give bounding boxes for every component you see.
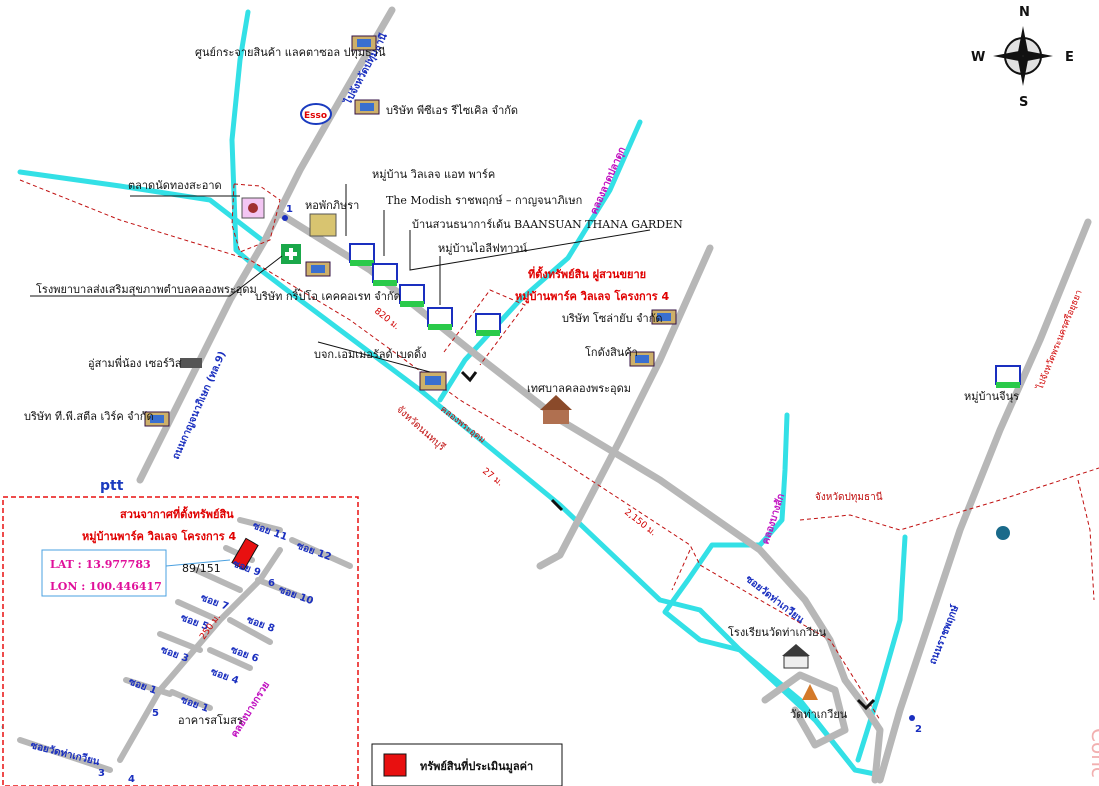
inset-point-6: 6 xyxy=(268,578,275,589)
inset-map: สวนจากาศที่ตั้งทรัพย์สิน หมู่บ้านพาร์ค ว… xyxy=(2,496,359,786)
inset-building: อาคารสโมสร xyxy=(178,713,243,727)
municipal-icon xyxy=(540,395,572,424)
canal-mid xyxy=(437,119,643,403)
pin-icon xyxy=(996,526,1010,540)
label-emerald: บจก.เอมเมอรัลด์ เบดดิ้ง xyxy=(314,346,427,361)
compass-s: S xyxy=(1019,95,1028,110)
inset-point-3: 3 xyxy=(98,768,105,779)
esso-logo: Esso xyxy=(300,103,332,125)
label-hospital: โรงพยาบาลส่งเสริมสุขภาพตำบลคลองพระอุดม xyxy=(36,282,257,296)
distance-27: 27 ม. xyxy=(480,466,504,488)
canal-right-a xyxy=(662,412,883,778)
inset-point-4: 4 xyxy=(128,774,135,785)
road-kanchanaphisek xyxy=(136,6,396,484)
label-warehouse: โกดังสินค้า xyxy=(585,345,638,359)
legend-label: ทรัพย์สินที่ประเมินมูลค่า xyxy=(420,758,533,774)
building-icon xyxy=(629,351,655,367)
house-icon xyxy=(427,307,453,330)
inset-point-5: 5 xyxy=(152,708,159,719)
building-icon xyxy=(651,309,677,325)
ptt-logo: ptt xyxy=(100,478,124,494)
svg-text:Esso: Esso xyxy=(304,111,327,121)
label-pcr: บริษัท พีซีเอร รีไซเคิล จำกัด xyxy=(386,104,518,117)
house-icon xyxy=(372,263,398,286)
house-icon xyxy=(399,284,425,307)
label-garage: อู่สามพี่น้อง เซอร์วิส xyxy=(88,355,182,370)
building-icon xyxy=(144,411,170,427)
distance-820: 820 ม. xyxy=(372,306,401,332)
inset-title-1: สวนจากาศที่ตั้งทรัพย์สิน xyxy=(120,506,234,521)
label-solar: บริษัท โซล่ายับ จำกัด xyxy=(562,311,663,325)
label-modish: The Modish ราชพฤกษ์ – กาญจนาภิเษก xyxy=(386,194,582,207)
label-iris: หมู่บ้านไอลีฟทาวน์ xyxy=(438,242,527,255)
province-boundary xyxy=(19,179,1099,721)
building-icon xyxy=(354,99,380,115)
road-cross-2 xyxy=(876,218,1092,784)
province-pathumthani: จังหวัดปทุมธานี xyxy=(815,491,883,503)
svg-text:ptt: ptt xyxy=(100,478,124,494)
canal-right-b xyxy=(855,534,908,763)
building-icon xyxy=(419,371,447,391)
hospital-icon xyxy=(281,244,301,264)
legend: ทรัพย์สินที่ประเมินมูลค่า xyxy=(371,743,563,786)
marker-2: 2 xyxy=(915,724,922,735)
label-market: ตลาดนัดทองสะอาด xyxy=(128,179,222,192)
canal-label-lat: คลองลาดปลาดุก xyxy=(588,145,628,216)
label-village-art: หมู่บ้าน วิลเลจ แอท พาร์ค xyxy=(372,168,495,181)
inset-house-no: 89/151 xyxy=(182,562,221,575)
subject-house-icon xyxy=(475,313,501,336)
place-icons: Esso ptt xyxy=(100,35,1021,744)
garage-icon xyxy=(180,358,202,368)
compass-e: E xyxy=(1065,50,1074,65)
legend-swatch xyxy=(383,753,407,777)
label-subject-1: ที่ตั้งทรัพย์สิน ฝูสวนขยาย xyxy=(528,266,646,282)
label-dist-center: ศูนย์กระจายสินค้า แลคตาซอล ปทุมธานี xyxy=(195,46,386,59)
market-icon xyxy=(241,197,265,219)
road-temple-loop xyxy=(761,671,849,749)
temple-icon xyxy=(802,684,818,700)
road-label-wat-tha-kwian: ซอยวัดท่าเกวียน xyxy=(743,573,806,626)
watermark: Conc xyxy=(1087,728,1099,778)
road-label-khlong-phra-udom: คลองพระอุดม xyxy=(438,404,487,445)
label-school: โรงเรียนวัดท่าเกวียน xyxy=(728,625,827,639)
building-icon xyxy=(351,35,377,51)
label-temple: วัดท่าเกวียน xyxy=(790,708,848,721)
canal-top xyxy=(17,169,265,243)
dorm-icon xyxy=(309,213,337,237)
compass-rose: N S E W xyxy=(971,5,1074,110)
school-icon xyxy=(782,644,810,669)
inset-lon: LON : 100.446417 xyxy=(50,580,162,593)
label-dorm: หอพักภิษรา xyxy=(305,199,359,212)
label-baansuan: บ้านสวนธนาการ์เด้น BAANSUAN THANA GARDEN xyxy=(412,218,683,231)
compass-w: W xyxy=(971,50,985,65)
label-grip: บริษัท กริ๊ปโอ เคคคอเรท จำกัด xyxy=(255,288,401,303)
label-charin: หมู่บ้านจีนุร xyxy=(964,390,1019,403)
house-icon xyxy=(349,243,375,266)
building-icon xyxy=(305,261,331,277)
leader-lines xyxy=(30,184,651,373)
inset-title-2: หมู่บ้านพาร์ค วิลเลจ โครงการ 4 xyxy=(82,529,237,544)
label-tp-steel: บริษัท ที.พี.สตีล เวิร์ค จำกัด xyxy=(24,410,154,423)
label-municipal: เทศบาลคลองพระอุดม xyxy=(527,382,631,395)
inset-lat: LAT : 13.977783 xyxy=(50,558,151,571)
house-icon xyxy=(995,365,1021,388)
road-cross-1 xyxy=(536,244,714,570)
label-subject-2: หมู่บ้านพาร์ค วิลเลจ โครงการ 4 xyxy=(515,289,670,304)
marker-1: 1 xyxy=(286,204,293,215)
compass-n: N xyxy=(1019,5,1030,20)
